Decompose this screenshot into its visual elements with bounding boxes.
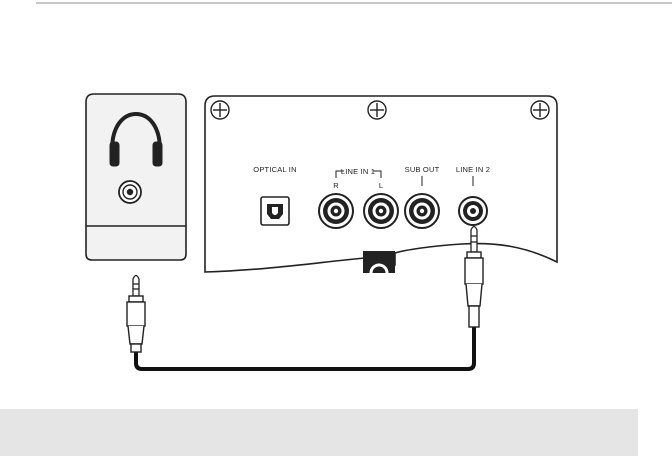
line-in-1-left-jack[interactable] [364, 194, 398, 228]
line-in-2-jack[interactable] [459, 197, 487, 225]
headphone-jack[interactable] [119, 181, 141, 203]
optical-in-port[interactable] [261, 197, 289, 225]
sub-out-jack[interactable] [405, 194, 439, 228]
line-in-1-right-label: R [333, 181, 339, 190]
sub-out-label: SUB OUT [405, 165, 440, 174]
line-in-1-left-label: L [379, 181, 383, 190]
optical-in-label: OPTICAL IN [253, 165, 296, 174]
line-in-2-label: LINE IN 2 [456, 165, 490, 174]
3.5mm-jack-icon [127, 276, 145, 353]
screw-icon [368, 101, 386, 119]
source-device-body [86, 94, 186, 260]
line-in-1-label: LINE IN 1 [341, 167, 375, 176]
caption-bar [0, 409, 638, 456]
connection-diagram: OPTICAL IN LINE IN 1 R L SUB OUT LINE IN… [0, 0, 672, 409]
source-device [86, 94, 186, 260]
screw-icon [211, 101, 229, 119]
audio-cable [136, 327, 474, 369]
screw-icon [531, 101, 549, 119]
rear-panel: OPTICAL IN LINE IN 1 R L SUB OUT LINE IN… [205, 96, 557, 273]
power-connector [363, 251, 395, 273]
line-in-1-right-jack[interactable] [319, 194, 353, 228]
